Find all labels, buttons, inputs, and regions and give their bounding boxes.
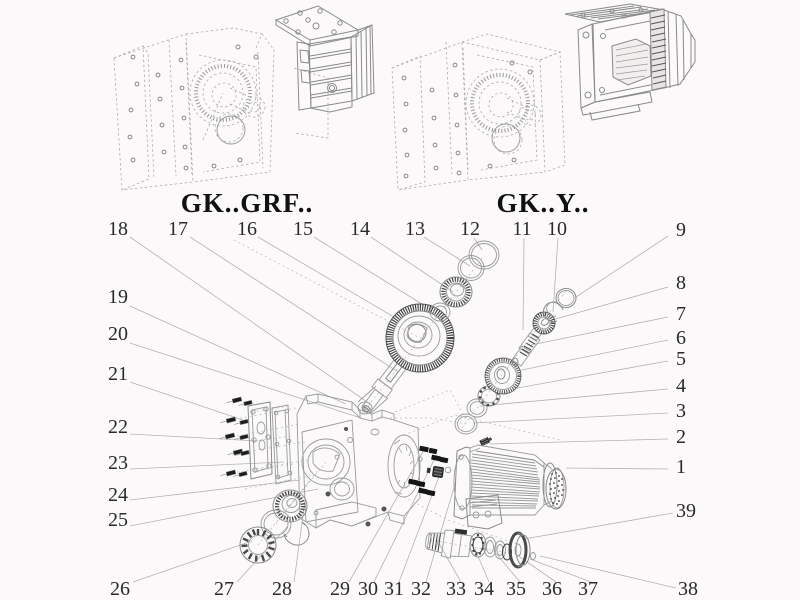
svg-text:39: 39 [676, 500, 696, 522]
svg-text:15: 15 [293, 218, 313, 240]
svg-text:28: 28 [272, 578, 292, 600]
svg-text:2: 2 [676, 426, 686, 448]
svg-text:9: 9 [676, 219, 686, 241]
svg-text:12: 12 [460, 218, 480, 240]
svg-text:35: 35 [506, 578, 526, 600]
svg-text:17: 17 [168, 218, 188, 240]
svg-text:33: 33 [446, 578, 466, 600]
svg-text:3: 3 [676, 400, 686, 422]
svg-text:4: 4 [676, 375, 686, 397]
svg-text:34: 34 [474, 578, 494, 600]
svg-text:14: 14 [350, 218, 370, 240]
svg-text:GK..GRF..: GK..GRF.. [181, 188, 314, 218]
svg-text:23: 23 [108, 452, 128, 474]
svg-text:16: 16 [237, 218, 257, 240]
svg-text:21: 21 [108, 363, 128, 385]
svg-text:GK..Y..: GK..Y.. [496, 188, 589, 218]
svg-text:8: 8 [676, 272, 686, 294]
svg-text:1: 1 [676, 456, 686, 478]
svg-text:26: 26 [110, 578, 130, 600]
svg-text:22: 22 [108, 416, 128, 438]
svg-text:27: 27 [214, 578, 234, 600]
svg-text:25: 25 [108, 509, 128, 531]
svg-text:6: 6 [676, 327, 686, 349]
svg-text:11: 11 [512, 218, 531, 240]
svg-text:32: 32 [411, 578, 431, 600]
svg-text:19: 19 [108, 286, 128, 308]
svg-text:10: 10 [547, 218, 567, 240]
svg-text:36: 36 [542, 578, 562, 600]
svg-text:13: 13 [405, 218, 425, 240]
svg-text:30: 30 [358, 578, 378, 600]
svg-text:7: 7 [676, 303, 686, 325]
svg-text:20: 20 [108, 323, 128, 345]
svg-text:5: 5 [676, 348, 686, 370]
svg-text:31: 31 [384, 578, 404, 600]
svg-text:38: 38 [678, 578, 698, 600]
svg-text:29: 29 [330, 578, 350, 600]
svg-text:37: 37 [578, 578, 598, 600]
svg-text:18: 18 [108, 218, 128, 240]
svg-text:24: 24 [108, 484, 128, 506]
